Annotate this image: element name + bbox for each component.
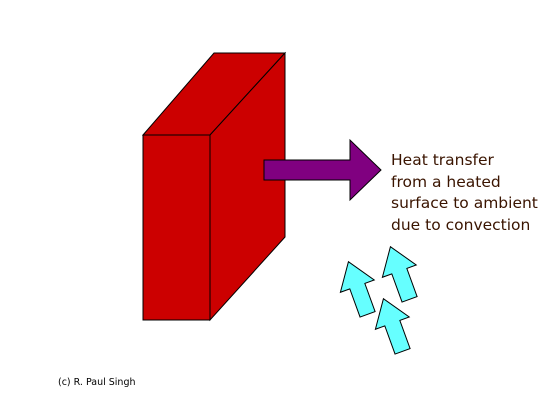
caption-line: surface to ambient xyxy=(391,194,538,212)
air-flow-arrows xyxy=(339,245,418,355)
air-flow-arrow-icon xyxy=(339,260,376,318)
caption-line: due to convection xyxy=(391,215,531,234)
air-flow-arrow-icon xyxy=(381,245,418,303)
block-front-face xyxy=(142,134,211,321)
copyright-notice: (c) R. Paul Singh xyxy=(58,377,136,388)
caption-line: from a heated xyxy=(391,172,501,191)
heat-transfer-arrow-icon xyxy=(263,138,382,202)
air-flow-arrow-icon xyxy=(374,297,411,355)
caption-line: Heat transfer xyxy=(391,151,494,169)
heated-block-icon xyxy=(141,51,287,322)
diagram-caption: Heat transfer from a heated surface to a… xyxy=(391,150,549,236)
